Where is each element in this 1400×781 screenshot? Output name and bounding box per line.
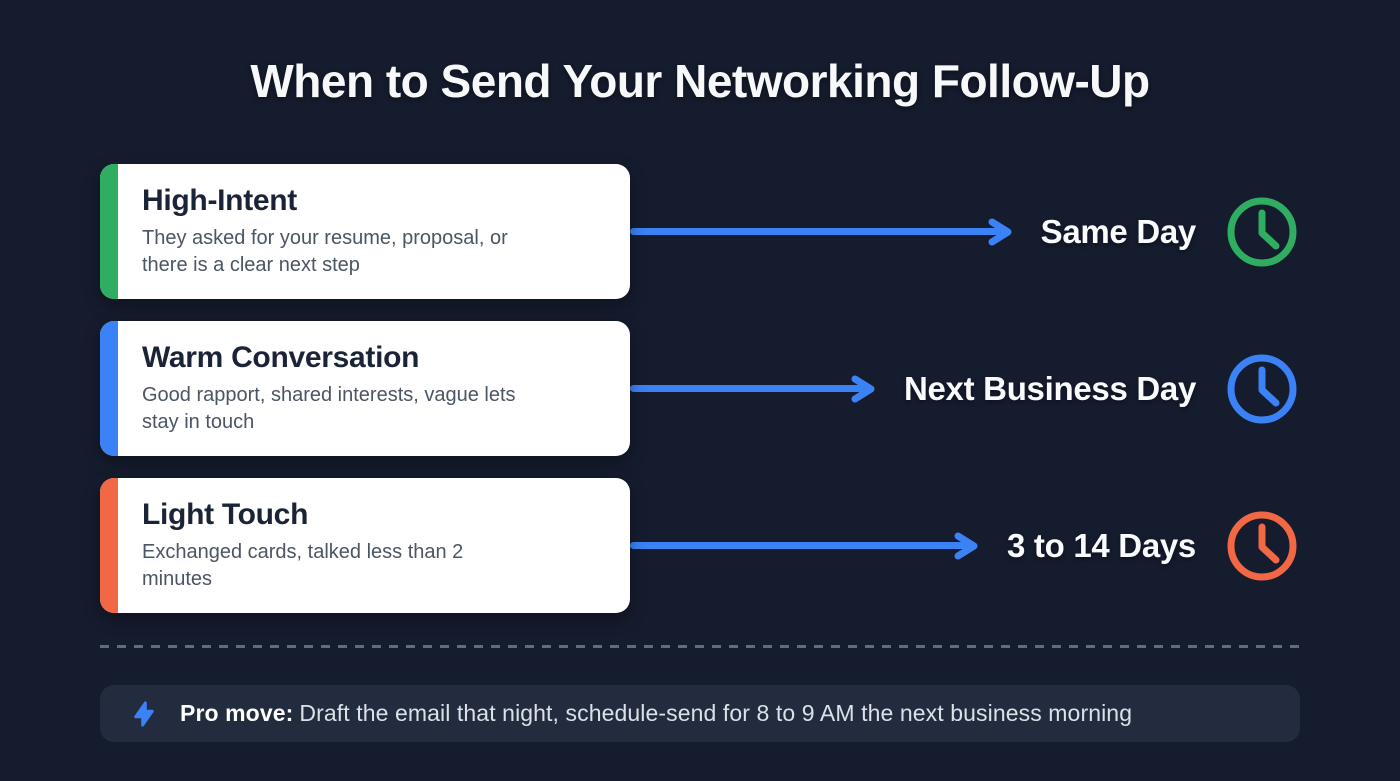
timing-label: Same Day bbox=[1040, 212, 1197, 250]
timing-row: Light Touch Exchanged cards, talked less… bbox=[100, 478, 1300, 613]
timing-row: High-Intent They asked for your resume, … bbox=[100, 164, 1300, 299]
timing-label: Next Business Day bbox=[903, 369, 1196, 407]
category-card: Light Touch Exchanged cards, talked less… bbox=[100, 478, 630, 613]
arrow-line bbox=[630, 542, 967, 549]
timing-label: 3 to 14 Days bbox=[1006, 526, 1196, 564]
lightning-bolt-icon bbox=[134, 700, 154, 727]
arrow-right-icon bbox=[630, 530, 981, 562]
card-description: They asked for your resume, proposal, or… bbox=[142, 227, 508, 276]
category-card: Warm Conversation Good rapport, shared i… bbox=[100, 321, 630, 456]
card-accent-bar bbox=[100, 478, 118, 613]
arrow-right-icon bbox=[630, 216, 1015, 248]
category-card: High-Intent They asked for your resume, … bbox=[100, 164, 630, 299]
card-body: Light Touch Exchanged cards, talked less… bbox=[100, 478, 560, 613]
pro-tip-text: Pro move:Draft the email that night, sch… bbox=[180, 700, 1132, 727]
timing-rows: High-Intent They asked for your resume, … bbox=[100, 164, 1300, 613]
pro-tip-bar: Pro move:Draft the email that night, sch… bbox=[100, 685, 1300, 742]
card-description: Exchanged cards, talked less than 2 minu… bbox=[142, 541, 464, 590]
card-title: High-Intent bbox=[142, 184, 297, 218]
clock-icon bbox=[1227, 511, 1297, 580]
pro-tip-label: Pro move: bbox=[180, 700, 294, 726]
clock-icon bbox=[1227, 354, 1297, 423]
arrowhead-icon bbox=[954, 532, 978, 559]
arrow-line bbox=[630, 228, 1001, 235]
card-accent-bar bbox=[100, 164, 118, 299]
card-description: Good rapport, shared interests, vague le… bbox=[142, 384, 516, 433]
arrow-line bbox=[630, 385, 864, 392]
arrowhead-icon bbox=[988, 218, 1012, 245]
arrow-right-icon bbox=[630, 373, 878, 405]
card-title: Light Touch bbox=[142, 498, 309, 532]
card-accent-bar bbox=[100, 321, 118, 456]
page-title: When to Send Your Networking Follow-Up bbox=[250, 55, 1150, 107]
card-body: Warm Conversation Good rapport, shared i… bbox=[100, 321, 560, 456]
timing-row: Warm Conversation Good rapport, shared i… bbox=[100, 321, 1300, 456]
arrowhead-icon bbox=[851, 375, 875, 402]
card-title: Warm Conversation bbox=[142, 341, 420, 375]
card-body: High-Intent They asked for your resume, … bbox=[100, 164, 560, 299]
dashed-divider bbox=[100, 645, 1300, 648]
clock-icon bbox=[1227, 197, 1297, 266]
pro-tip-body: Draft the email that night, schedule-sen… bbox=[299, 700, 1133, 726]
